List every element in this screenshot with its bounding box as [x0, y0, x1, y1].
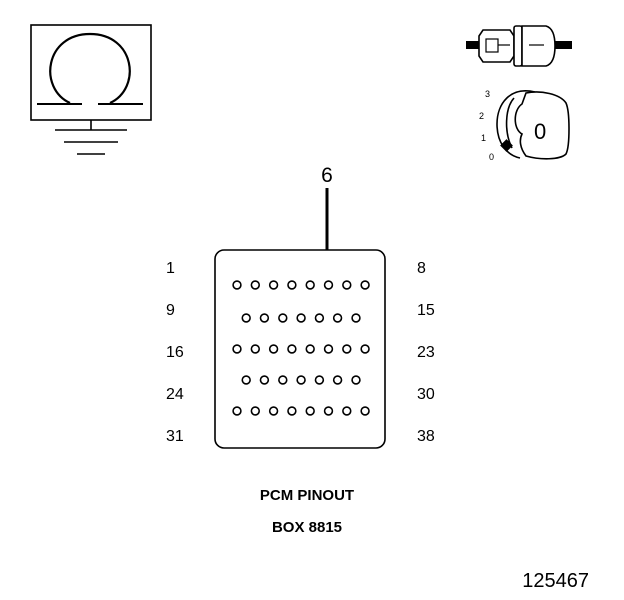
pin-hole-33: [268, 406, 279, 416]
pin-hole-26: [278, 375, 288, 385]
pin-hole-1: [232, 280, 242, 290]
pin-hole-6: [323, 280, 334, 290]
pin-label-23: 23: [417, 344, 435, 361]
pin-hole-29: [332, 375, 343, 385]
pin-label-31: 31: [166, 428, 184, 445]
pin-hole-19: [287, 344, 297, 354]
pin-label-24: 24: [166, 386, 184, 403]
meter-frame: [30, 24, 152, 121]
ohm-meter-symbol: [30, 24, 152, 155]
pin-hole-36: [323, 406, 334, 416]
pin-label-8: 8: [417, 260, 426, 277]
pin-hole-27: [296, 375, 306, 385]
caption-title: PCM PINOUT: [260, 487, 354, 504]
pin-hole-8: [360, 280, 370, 290]
key-position-1: 1: [481, 133, 486, 143]
pin-hole-17: [250, 344, 261, 354]
caption-subtitle: BOX 8815: [272, 519, 342, 536]
pin-grid: [232, 280, 370, 416]
figure-number: 125467: [522, 570, 589, 592]
pin-hole-11: [278, 313, 288, 323]
ground-icon: [55, 120, 127, 155]
pin-label-16: 16: [166, 344, 184, 361]
pin-hole-37: [342, 406, 352, 416]
pin-label-9: 9: [166, 302, 175, 319]
pin-hole-22: [342, 344, 352, 354]
pin-hole-7: [342, 280, 352, 290]
pin-hole-23: [360, 344, 370, 354]
probe-pin-label: 6: [321, 164, 333, 187]
pin-hole-13: [314, 313, 325, 323]
connector-body: [214, 249, 386, 449]
connector-icon: [466, 25, 572, 67]
key-position-0: 0: [489, 152, 494, 162]
pin-hole-3: [268, 280, 279, 290]
ignition-key-icon: 3 2 1 0 0: [479, 89, 570, 162]
pin-hole-34: [287, 406, 297, 416]
pin-hole-2: [250, 280, 261, 290]
pin-hole-25: [259, 375, 270, 385]
pin-label-30: 30: [417, 386, 435, 403]
pin-hole-24: [241, 375, 251, 385]
pin-hole-38: [360, 406, 370, 416]
pin-hole-5: [305, 280, 315, 290]
pin-hole-15: [351, 313, 361, 323]
pin-labels-right: 8 15 23 30 38: [417, 260, 435, 445]
pin-hole-28: [314, 375, 325, 385]
pin-hole-12: [296, 313, 306, 323]
pin-hole-21: [323, 344, 334, 354]
key-label: 0: [534, 119, 546, 144]
pin-hole-16: [232, 344, 242, 354]
pin-hole-10: [259, 313, 270, 323]
pin-hole-35: [305, 406, 315, 416]
pin-label-15: 15: [417, 302, 435, 319]
pin-hole-4: [287, 280, 297, 290]
pin-hole-18: [268, 344, 279, 354]
ohm-icon: [37, 32, 143, 105]
pin-hole-31: [232, 406, 242, 416]
pin-hole-9: [241, 313, 251, 323]
key-position-2: 2: [479, 111, 484, 121]
pin-hole-32: [250, 406, 261, 416]
pin-hole-30: [351, 375, 361, 385]
pin-hole-20: [305, 344, 315, 354]
key-position-3: 3: [485, 89, 490, 99]
pcm-connector: [214, 249, 386, 449]
pin-label-38: 38: [417, 428, 435, 445]
pin-hole-14: [332, 313, 343, 323]
pin-label-1: 1: [166, 260, 175, 277]
pin-labels-left: 1 9 16 24 31: [166, 260, 184, 445]
